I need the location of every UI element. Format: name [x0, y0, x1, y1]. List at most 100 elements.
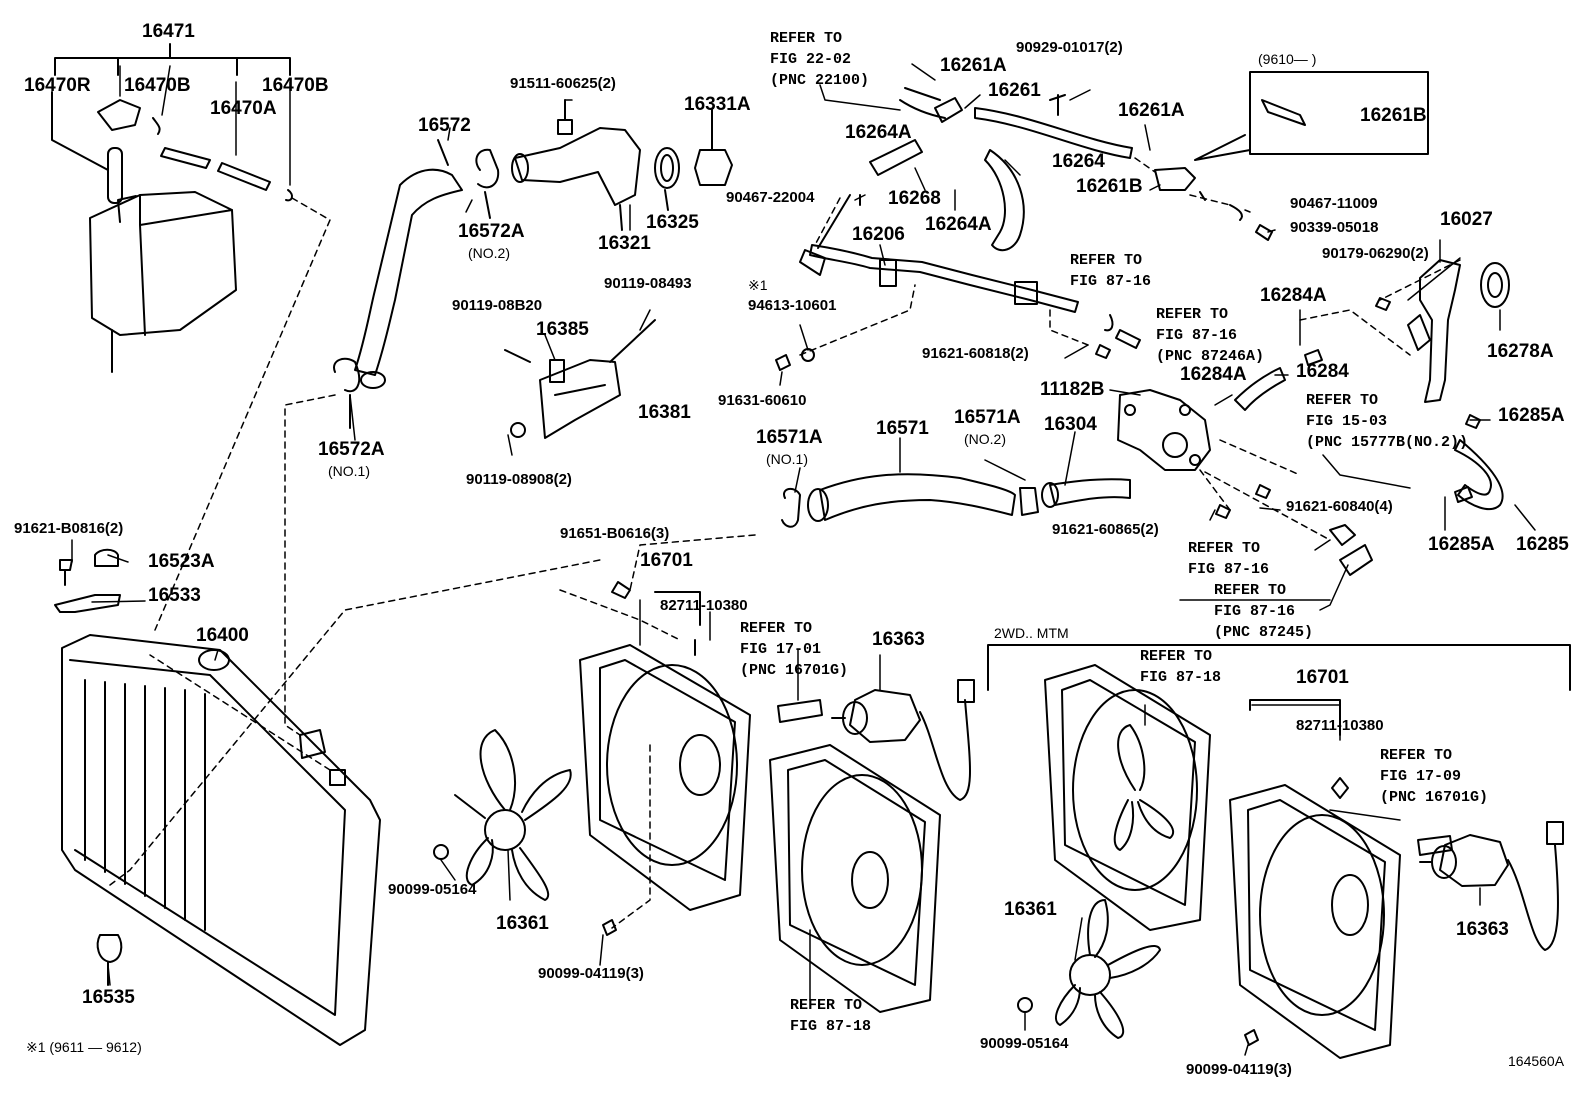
fan-brackets [504, 319, 656, 439]
label-16385: 16385 [536, 319, 589, 340]
ref-fig-87-16-a: REFER TO FIG 87-16 [1070, 252, 1152, 290]
label-16470r: 16470R [24, 75, 91, 96]
ref-fig-87-18-a: REFER TO FIG 87-18 [1140, 648, 1222, 686]
note-no2: (NO.2) [468, 245, 510, 261]
label-90119-08908: 90119-08908(2) [466, 471, 572, 488]
label-16261a: 16261A [940, 55, 1007, 76]
label-82711-10380: 82711-10380 [660, 597, 748, 614]
fan-blade-right [1055, 899, 1161, 1039]
dashed-routing [109, 157, 1461, 929]
label-16285: 16285 [1516, 534, 1569, 555]
note-no1: (NO.1) [328, 463, 370, 479]
label-16470a: 16470A [210, 98, 277, 119]
label-91621-b0816: 91621-B0816(2) [14, 520, 124, 537]
label-16571: 16571 [876, 418, 929, 439]
label-91621-60840: 91621-60840(4) [1286, 498, 1393, 515]
label-82711-10380-2: 82711-10380 [1296, 717, 1384, 734]
ref-fig-87-16-b: REFER TO FIG 87-16 (PNC 87246A) [1156, 306, 1265, 365]
label-16470b: 16470B [124, 75, 191, 96]
label-16284a: 16284A [1260, 285, 1327, 306]
fasteners [433, 297, 1481, 1046]
label-16535: 16535 [82, 987, 135, 1008]
bypass-hoses [869, 71, 1429, 252]
label-16572a-no1: 16572A [318, 439, 385, 460]
figure-id: 164560A [1508, 1053, 1565, 1069]
water-outlet [475, 99, 733, 231]
fan-shroud-center [769, 744, 941, 1013]
ref-fig-17-09: REFER TO FIG 17-09 (PNC 16701G) [1380, 747, 1489, 806]
label-90119-08b20: 90119-08B20 [452, 297, 543, 314]
water-bypass-pipe [799, 194, 1079, 313]
label-16304: 16304 [1044, 414, 1097, 435]
label-16533: 16533 [148, 585, 201, 606]
label-16572: 16572 [418, 115, 471, 136]
upper-radiator-hose [333, 139, 463, 429]
label-16470b-2: 16470B [262, 75, 329, 96]
label-16325: 16325 [646, 212, 699, 233]
label-16261b-kit: 16261B [1360, 105, 1427, 126]
label-16361-2: 16361 [1004, 899, 1057, 920]
lower-radiator-hoses [781, 367, 1504, 576]
water-inlet-housing [1117, 389, 1211, 471]
label-16471: 16471 [142, 21, 195, 42]
label-16361: 16361 [496, 913, 549, 934]
label-90467-22004: 90467-22004 [726, 189, 815, 206]
fan-blade-left [454, 729, 572, 901]
label-16363: 16363 [872, 629, 925, 650]
thermostat-housing [1407, 259, 1510, 403]
label-16285a-2: 16285A [1428, 534, 1495, 555]
label-11182b: 11182B [1040, 379, 1105, 400]
label-91511-60625: 91511-60625(2) [510, 75, 616, 92]
fan-motor-left [777, 679, 975, 801]
leader-lines [71, 63, 1536, 1056]
ref-fig-17-01: REFER TO FIG 17-01 (PNC 16701G) [740, 620, 849, 679]
fan-motor-right [1417, 821, 1564, 951]
label-16264a-2: 16264A [925, 214, 992, 235]
label-90099-05164: 90099-05164 [388, 881, 477, 898]
fan-shroud-left [579, 591, 751, 911]
label-90099-04119: 90099-04119(3) [538, 965, 644, 982]
ref-fig-22-02: REFER TO FIG 22-02 (PNC 22100) [770, 30, 870, 89]
label-16572a-no2: 16572A [458, 221, 525, 242]
label-91621-60818: 91621-60818(2) [922, 345, 1029, 362]
label-90467-11009: 90467-11009 [1290, 195, 1378, 212]
label-16261a-2: 16261A [1118, 100, 1185, 121]
note-no1-2: (NO.1) [766, 451, 808, 467]
label-16264: 16264 [1052, 151, 1105, 172]
label-16264a: 16264A [845, 122, 912, 143]
label-16278a: 16278A [1487, 341, 1554, 362]
label-16261: 16261 [988, 80, 1041, 101]
ref-fig-87-16-d: REFER TO FIG 87-16 (PNC 87245) [1214, 582, 1314, 641]
label-91621-60865: 91621-60865(2) [1052, 521, 1159, 538]
note-no2-2: (NO.2) [964, 431, 1006, 447]
label-16206: 16206 [852, 224, 905, 245]
fan-shroud-right-a [1044, 664, 1211, 931]
label-16285a: 16285A [1498, 405, 1565, 426]
label-16701-2: 16701 [1296, 667, 1349, 688]
label-16701: 16701 [640, 550, 693, 571]
note-2wd-mtm: 2WD.. MTM [994, 625, 1069, 641]
label-16400: 16400 [196, 625, 249, 646]
label-90119-08493: 90119-08493 [604, 275, 692, 292]
fan-shroud-right-b [1229, 699, 1401, 1059]
ref-fig-87-16-c: REFER TO FIG 87-16 [1188, 540, 1270, 578]
label-16363-2: 16363 [1456, 919, 1509, 940]
label-90099-05164-2: 90099-05164 [980, 1035, 1069, 1052]
label-16331a: 16331A [684, 94, 751, 115]
label-91631-60610: 91631-60610 [718, 392, 807, 409]
label-16261b: 16261B [1076, 176, 1143, 197]
ref-fig-87-18-b: REFER TO FIG 87-18 [790, 997, 872, 1035]
label-94613-10601: 94613-10601 [748, 297, 837, 314]
note-mark-1: ※1 [748, 277, 768, 293]
label-16321: 16321 [598, 233, 651, 254]
label-90929-01017: 90929-01017(2) [1016, 39, 1123, 56]
label-90099-04119-2: 90099-04119(3) [1186, 1061, 1292, 1078]
label-16571a-no1: 16571A [756, 427, 823, 448]
label-16571a-no2: 16571A [954, 407, 1021, 428]
radiator [54, 548, 381, 1046]
label-16027: 16027 [1440, 209, 1493, 230]
footnote-mark-1: ※1 (9611 — 9612) [26, 1039, 142, 1055]
label-16268: 16268 [888, 188, 941, 209]
